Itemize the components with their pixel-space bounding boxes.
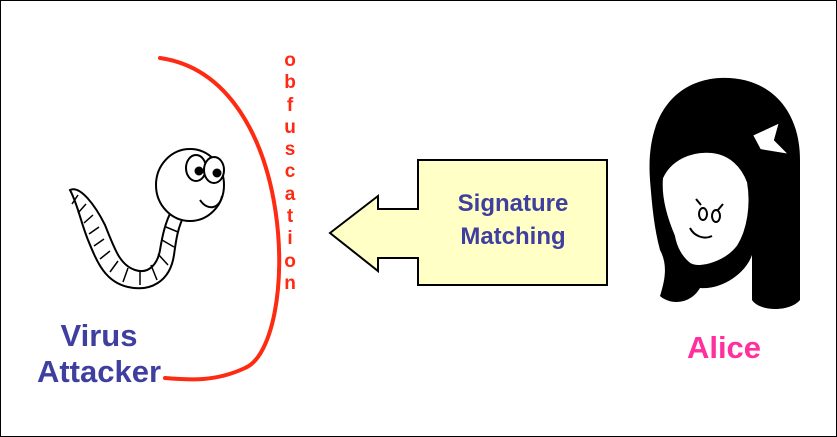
signature-matching-label: Signature Matching (418, 187, 608, 253)
obfuscation-letter: c (284, 161, 296, 183)
signature-line2: Matching (460, 223, 566, 250)
obfuscation-letter: o (284, 50, 296, 71)
obfuscation-letter: u (284, 116, 296, 138)
worm-icon (68, 148, 225, 290)
obfuscation-letter: b (284, 72, 296, 94)
virus-label-line2: Attacker (36, 354, 162, 389)
obfuscation-letter: s (284, 139, 296, 161)
alice-label: Alice (686, 330, 762, 365)
obfuscation-letter: t (286, 206, 294, 228)
obfuscation-label: o b f u s c a t i o n (279, 50, 301, 295)
alice-face-icon (649, 77, 800, 309)
obfuscation-letter: a (284, 183, 296, 205)
obfuscation-letter: i (287, 228, 293, 250)
obfuscation-letter: f (286, 94, 294, 116)
obfuscation-letter: n (284, 272, 296, 294)
signature-line1: Signature (457, 190, 569, 217)
signature-matching-callout (328, 159, 608, 286)
obfuscation-bracket (158, 56, 282, 382)
obfuscation-letter: o (284, 250, 296, 272)
virus-label-line1: Virus (60, 318, 138, 353)
virus-attacker-label: Virus Attacker (14, 318, 184, 390)
